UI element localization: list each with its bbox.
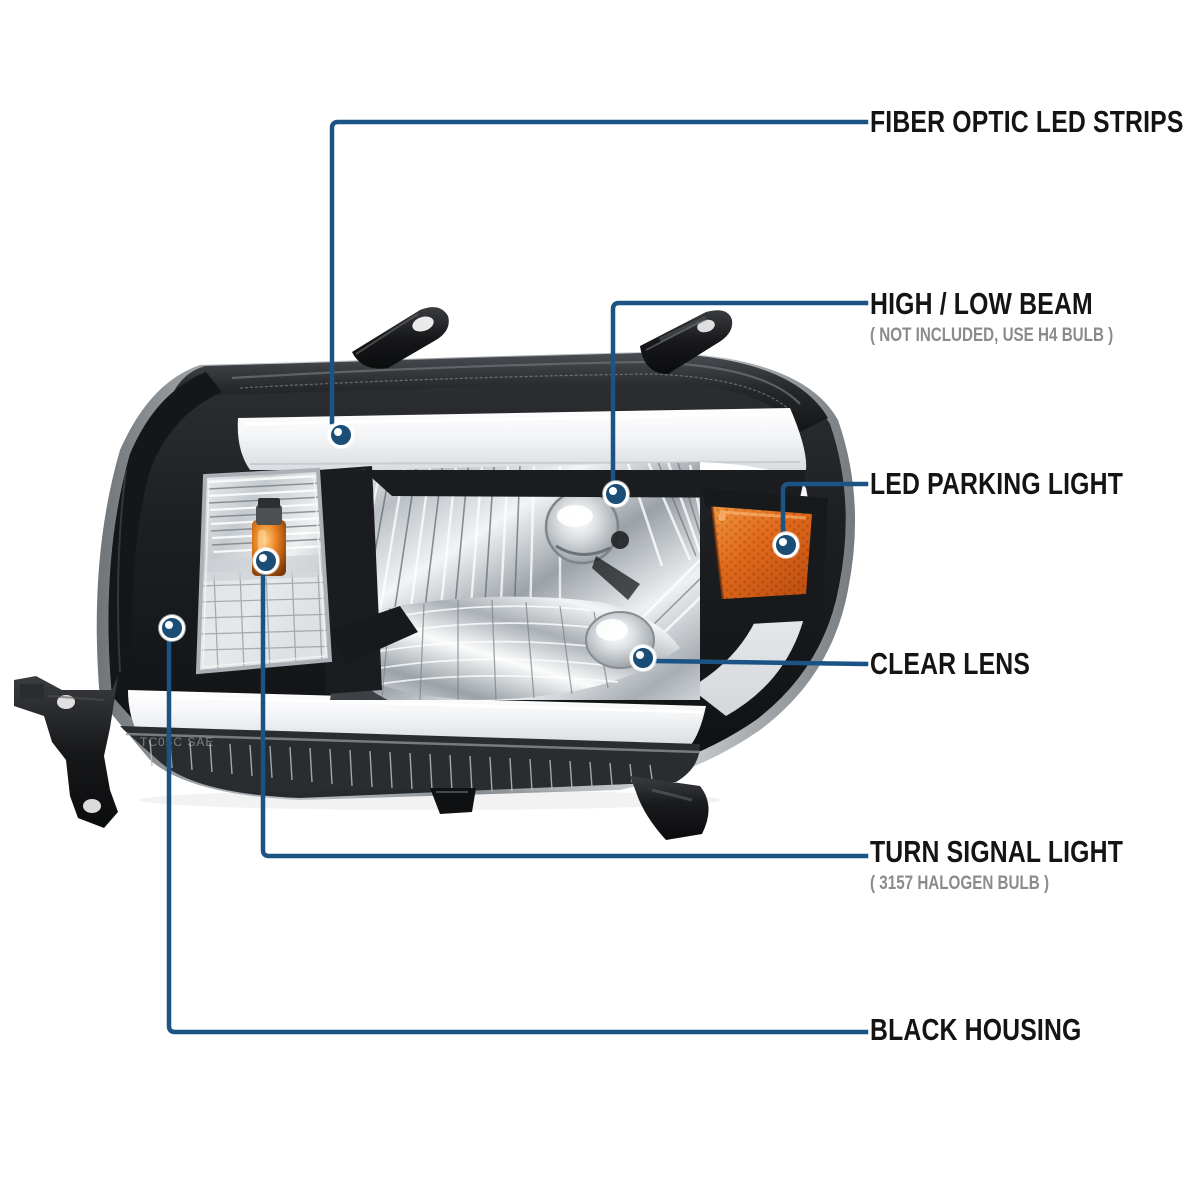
bottom-mounting-tab-center (430, 788, 476, 814)
callout-title: CLEAR LENS (870, 646, 1031, 681)
callout-dot-fiber-optic-led-strips[interactable] (328, 422, 354, 448)
leader-line-high-low-beam (610, 300, 869, 484)
led-parking-light-lens (710, 503, 817, 610)
bottom-edge-highlight (125, 732, 701, 754)
housing-top-highlight (231, 360, 801, 405)
callout-subtitle: ( 3157 HALOGEN BULB ) (870, 873, 1050, 894)
callout-turn-signal-light: TURN SIGNAL LIGHT ( 3157 HALOGEN BULB ) (870, 836, 1186, 893)
bottom-edge-serrations (149, 739, 653, 793)
leader-line-clear-lens (653, 658, 869, 667)
amber-lens-bezel (700, 488, 828, 626)
leader-line-black-housing (166, 638, 869, 1035)
callout-dot-turn-signal-light[interactable] (253, 548, 279, 574)
top-mounting-tab-right (640, 310, 733, 374)
callout-title: HIGH / LOW BEAM (870, 286, 1093, 321)
callout-fiber-optic-led-strips: FIBER OPTIC LED STRIPS (870, 106, 1200, 137)
callout-dot-high-low-beam[interactable] (603, 481, 629, 507)
callout-title: BLACK HOUSING (870, 1012, 1082, 1047)
bottom-mounting-tab-right (630, 776, 709, 840)
upper-fiber-optic-led-strip (237, 408, 807, 470)
callout-led-parking-light: LED PARKING LIGHT (870, 468, 1186, 499)
housing-upper-divider (250, 470, 806, 498)
callout-black-housing: BLACK HOUSING (870, 1014, 1134, 1045)
leader-line-led-parking-light (780, 481, 869, 535)
leader-line-fiber-optic-led-strips (329, 119, 869, 425)
top-mounting-tab-left (352, 307, 449, 369)
housing-top-highlight-2 (239, 373, 793, 413)
housing-left-sidewall (108, 372, 222, 696)
left-mounting-bracket (14, 676, 118, 828)
callout-title: LED PARKING LIGHT (870, 466, 1124, 501)
callout-dot-clear-lens[interactable] (630, 645, 656, 671)
callout-dot-led-parking-light[interactable] (773, 532, 799, 558)
lens-stamped-marking: TC05C SAE (140, 735, 214, 749)
callout-dot-black-housing[interactable] (159, 615, 185, 641)
callout-title: FIBER OPTIC LED STRIPS (870, 104, 1184, 139)
callout-title: TURN SIGNAL LIGHT (870, 834, 1124, 869)
svg-text:TC05C SAE: TC05C SAE (140, 735, 214, 749)
callout-subtitle: ( NOT INCLUDED, USE H4 BULB ) (870, 325, 1114, 346)
turn-signal-chamber-frame (195, 467, 333, 675)
callout-high-low-beam: HIGH / LOW BEAM ( NOT INCLUDED, USE H4 B… (870, 288, 1174, 345)
housing-diagonal-splitter (330, 606, 418, 664)
callout-clear-lens: CLEAR LENS (870, 648, 1070, 679)
leader-line-turn-signal-light (260, 571, 869, 859)
